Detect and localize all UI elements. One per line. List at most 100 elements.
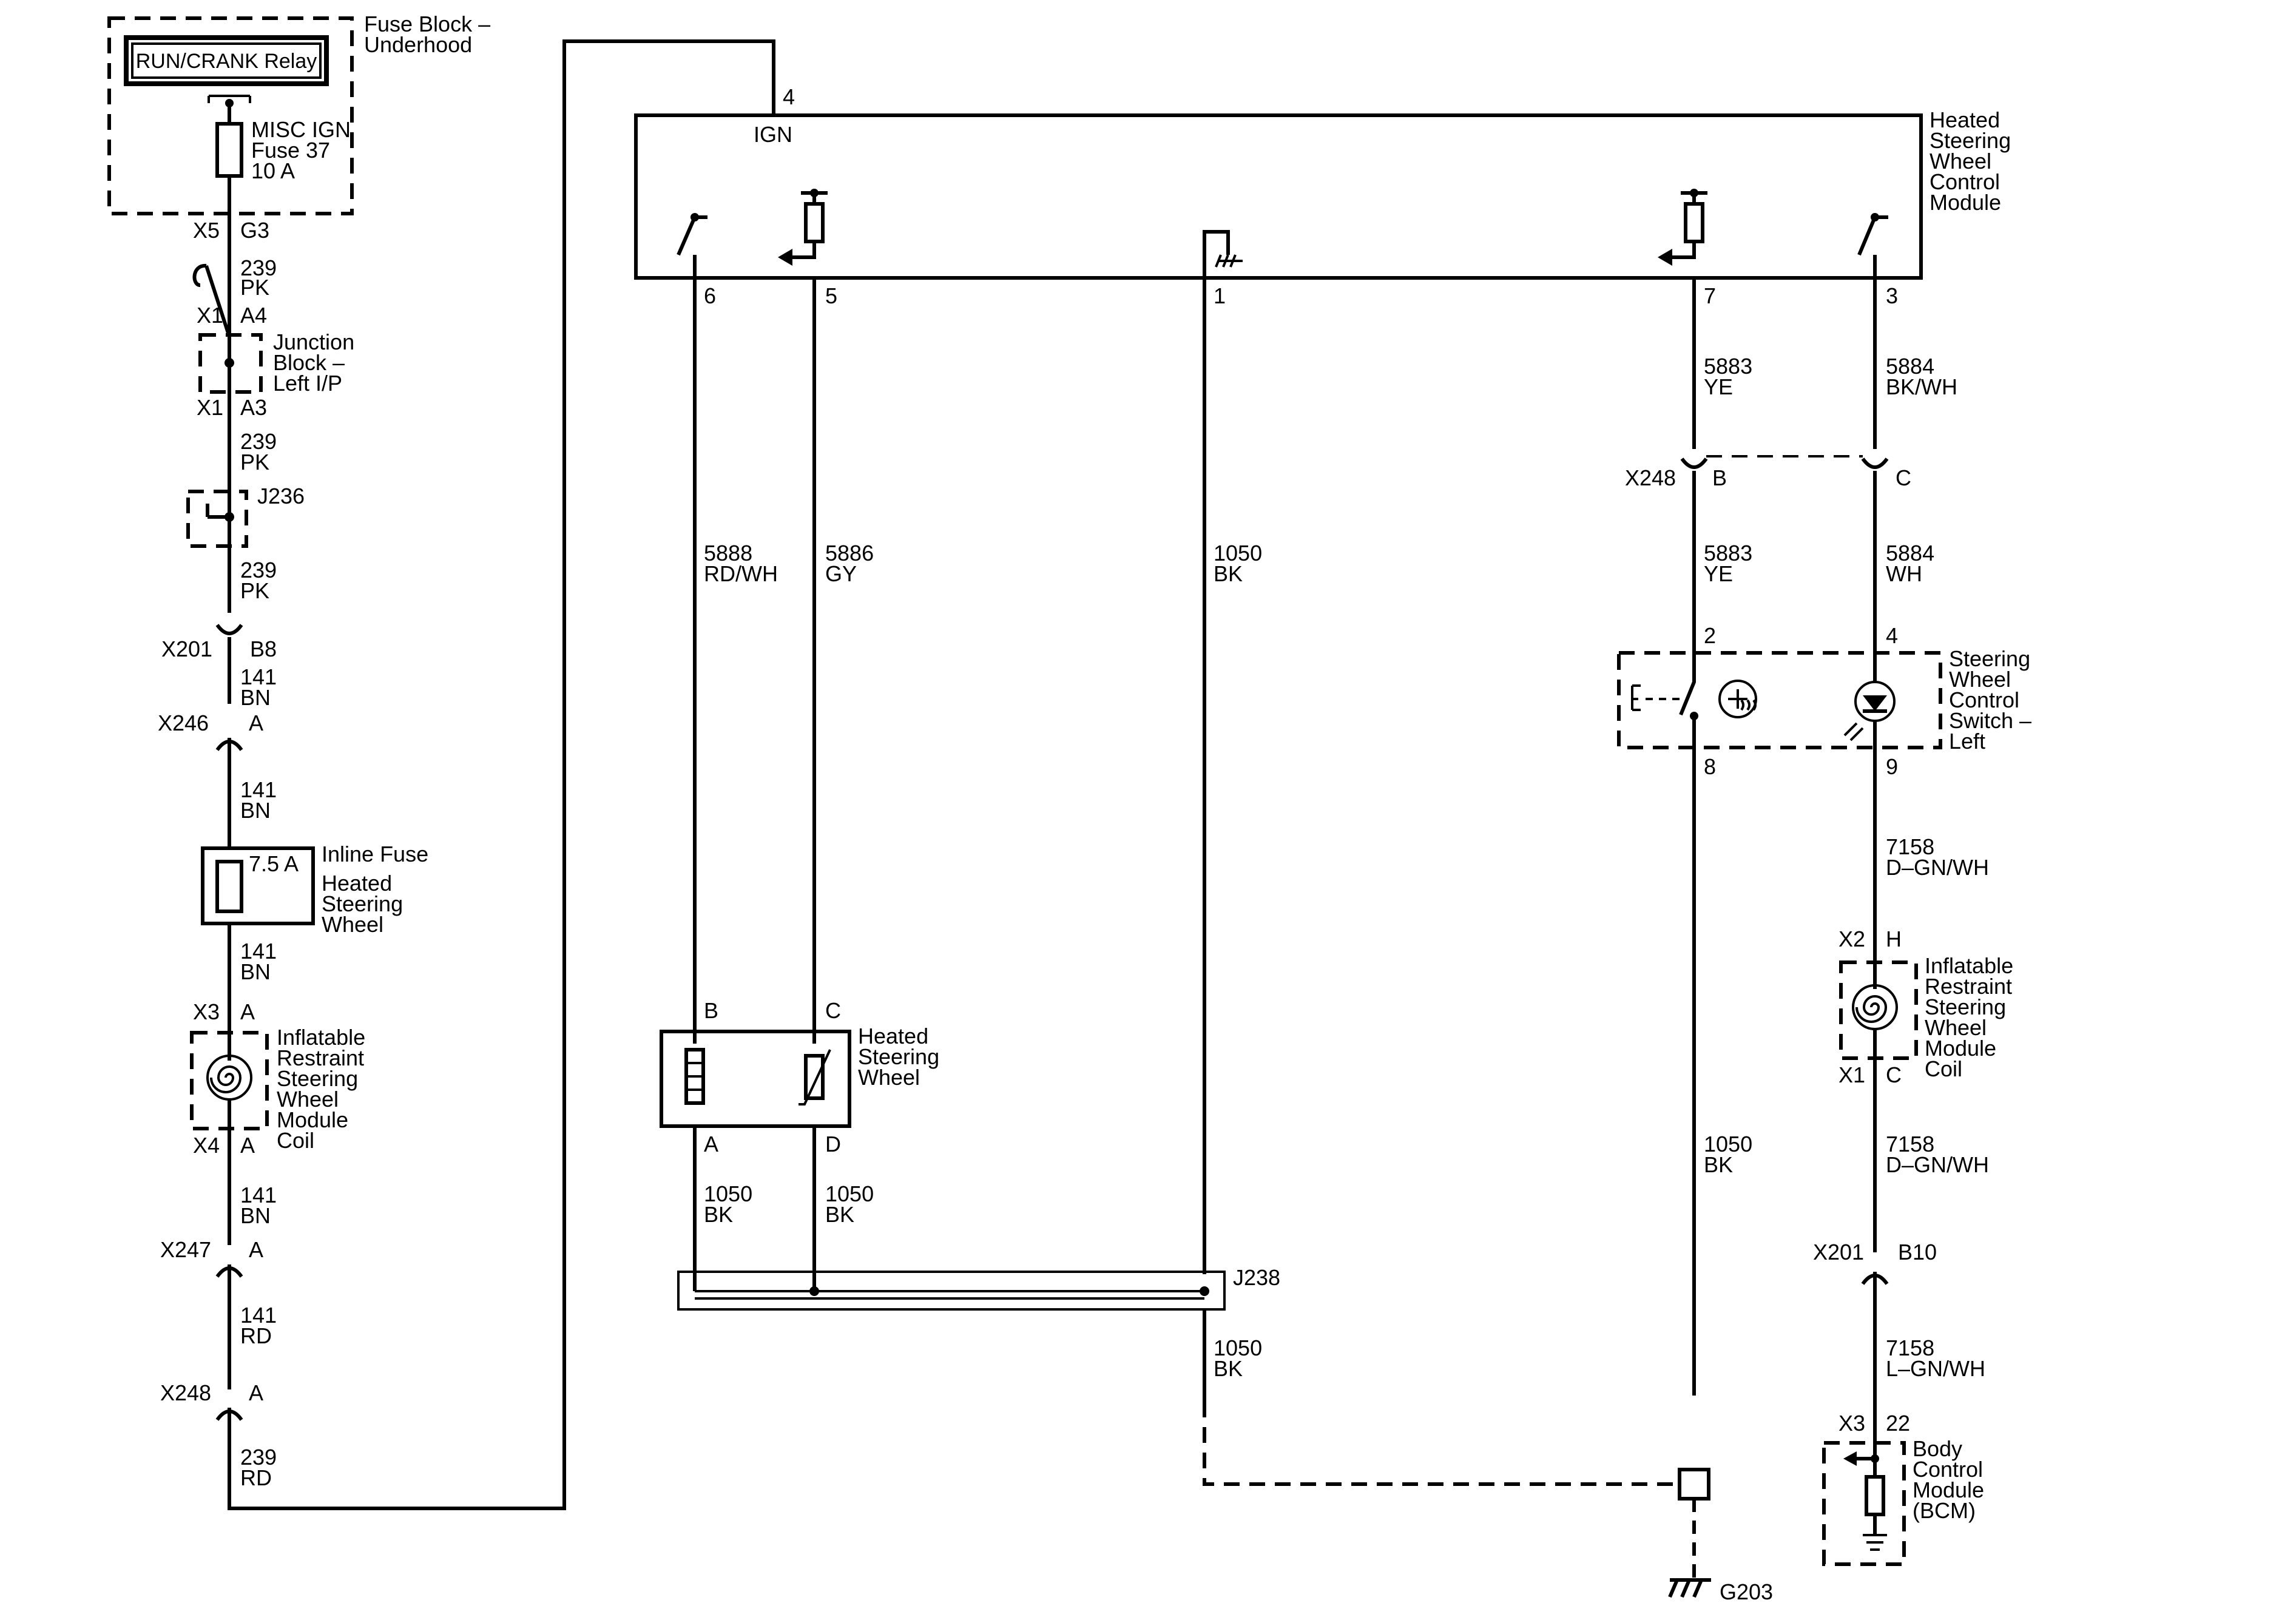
module-pin-1: 1 bbox=[1214, 283, 1226, 308]
switch-pin-8: 8 bbox=[1704, 754, 1716, 779]
bcm-ground-icon bbox=[1863, 1534, 1887, 1551]
conn-x4: X4 bbox=[193, 1133, 220, 1158]
pin-x4-a: A bbox=[240, 1133, 255, 1158]
module-pin-4: 4 bbox=[783, 84, 795, 109]
wire-239-2-num: 239 bbox=[240, 429, 277, 454]
x248-right-connector: X248 B C bbox=[1625, 455, 1911, 490]
module-ground-symbol bbox=[1203, 230, 1230, 278]
conn-x3: X3 bbox=[193, 999, 220, 1024]
conn-x201-left: X201 bbox=[161, 636, 212, 661]
coil-left-label-4: Wheel bbox=[277, 1087, 339, 1112]
module-label-5: Module bbox=[1930, 190, 2001, 215]
wire-1050-d-num: 1050 bbox=[825, 1181, 874, 1206]
misc-fuse-label-3: 10 A bbox=[251, 158, 295, 183]
conn-x5: X5 bbox=[193, 218, 220, 243]
pin-x246-a: A bbox=[249, 711, 263, 735]
misc-fuse-label-1: MISC IGN bbox=[251, 117, 351, 142]
conn-x246: X246 bbox=[158, 711, 209, 735]
module-pin5-resistor bbox=[804, 202, 825, 243]
wire-141-5-num: 141 bbox=[240, 1303, 277, 1328]
wire-5883-2-num: 5883 bbox=[1704, 541, 1752, 565]
wire-141-4-num: 141 bbox=[240, 1183, 277, 1207]
coil-right-label-1: Inflatable bbox=[1925, 953, 2013, 978]
pin-g3: G3 bbox=[240, 218, 269, 243]
bcm-label-2: Control bbox=[1913, 1457, 1983, 1482]
wire-141-5-color: RD bbox=[240, 1323, 272, 1348]
splice-j236: J236 bbox=[186, 484, 305, 548]
module-pin6-switch bbox=[677, 215, 707, 256]
wire-141-4-color: BN bbox=[240, 1203, 271, 1228]
inline-fuse-label-1: Heated bbox=[322, 871, 392, 896]
coil-right-label-3: Steering bbox=[1925, 994, 2006, 1019]
wire-5884-1-color: BK/WH bbox=[1886, 374, 1957, 399]
inflatable-restraint-coil-left: Inflatable Restraint Steering Wheel Modu… bbox=[190, 1025, 365, 1153]
wire-5883-1-color: YE bbox=[1704, 374, 1733, 399]
conn-x3-bcm: X3 bbox=[1838, 1411, 1865, 1436]
heated-steering-wheel-element: B C A D Heated Steering Wheel bbox=[660, 998, 939, 1156]
conn-x201-right: X201 bbox=[1813, 1240, 1864, 1264]
coil-left-label-2: Restraint bbox=[277, 1045, 364, 1070]
inline-fuse-title: Inline Fuse bbox=[322, 842, 428, 866]
x201-left-connector bbox=[215, 624, 243, 635]
heated-wheel-label-2: Steering bbox=[858, 1044, 939, 1069]
wire-141-1-color: BN bbox=[240, 685, 271, 710]
module-pin-3: 3 bbox=[1886, 283, 1898, 308]
module-pin7-resistor bbox=[1684, 202, 1704, 243]
coil-right-label-5: Module bbox=[1925, 1036, 1996, 1061]
run-crank-relay: RUN/CRANK Relay bbox=[124, 35, 329, 86]
wire-7158-3-num: 7158 bbox=[1886, 1335, 1934, 1360]
wire-5884-2-color: WH bbox=[1886, 561, 1922, 586]
pin-x3-a: A bbox=[240, 999, 255, 1024]
coil-left-label-3: Steering bbox=[277, 1066, 358, 1091]
bcm-label-3: Module bbox=[1913, 1477, 1984, 1502]
hw-pin-c: C bbox=[825, 998, 841, 1023]
pin-bcm-22: 22 bbox=[1886, 1411, 1910, 1436]
module-pin-5: 5 bbox=[825, 283, 837, 308]
wire-239-4-num: 239 bbox=[240, 1445, 277, 1470]
wire-239-1-color: PK bbox=[240, 275, 269, 300]
wire-1050-mid2-color: BK bbox=[1214, 1356, 1243, 1381]
wire-5888-num: 5888 bbox=[704, 541, 752, 565]
switch-actuator-bracket bbox=[1631, 684, 1641, 711]
module-ign-label: IGN bbox=[754, 122, 792, 147]
splice-j238: J238 bbox=[677, 1265, 1280, 1311]
steering-wheel-control-switch-left: Steering Wheel Control Switch – Left bbox=[1617, 646, 2031, 754]
inline-fuse-label-3: Wheel bbox=[322, 912, 383, 937]
ground-connection-dashed bbox=[1203, 1402, 1680, 1486]
inline-fuse-label-2: Steering bbox=[322, 891, 403, 916]
wire-141-3-color: BN bbox=[240, 959, 271, 984]
wire-239-3-color: PK bbox=[240, 578, 269, 603]
wire-1050-a-num: 1050 bbox=[704, 1181, 752, 1206]
coil-left-label-1: Inflatable bbox=[277, 1025, 365, 1050]
switch-label-4: Switch – bbox=[1949, 708, 2031, 733]
module-pin-7: 7 bbox=[1704, 283, 1716, 308]
hw-pin-b: B bbox=[704, 998, 718, 1023]
pin-b8: B8 bbox=[250, 636, 277, 661]
wire-5883-2-color: YE bbox=[1704, 561, 1733, 586]
wire-239-3-num: 239 bbox=[240, 558, 277, 582]
conn-x1-right: X1 bbox=[1838, 1062, 1865, 1087]
coil-right-label-4: Wheel bbox=[1925, 1015, 1987, 1040]
junction-block-left-ip: Junction Block – Left I/P bbox=[198, 329, 354, 396]
wire-1050-mid2-num: 1050 bbox=[1214, 1335, 1262, 1360]
heated-steering-wheel-control-module: 4 IGN Heated Steering Wheel Control Modu… bbox=[634, 84, 2011, 280]
wire-141-3-num: 141 bbox=[240, 939, 277, 964]
temperature-sensor bbox=[804, 1054, 825, 1100]
wire-141-1-num: 141 bbox=[240, 664, 277, 689]
wire-7158-3-color: L–GN/WH bbox=[1886, 1356, 1985, 1381]
fuse-block-underhood: Fuse Block – Underhood RUN/CRANK Relay M… bbox=[107, 12, 490, 215]
conn-x248-left: X248 bbox=[160, 1380, 211, 1405]
switch-pin-2: 2 bbox=[1704, 623, 1716, 648]
wire-7158-1-num: 7158 bbox=[1886, 834, 1934, 859]
module-label-2: Steering bbox=[1930, 128, 2011, 153]
wire-1050-right-color: BK bbox=[1704, 1152, 1733, 1177]
wire-1050-right-num: 1050 bbox=[1704, 1132, 1752, 1156]
heated-steering-icon bbox=[1718, 680, 1757, 718]
misc-fuse-label-2: Fuse 37 bbox=[251, 138, 330, 163]
heated-wheel-label-1: Heated bbox=[858, 1024, 928, 1048]
relay-label: RUN/CRANK Relay bbox=[136, 50, 317, 73]
bcm-resistor bbox=[1865, 1475, 1885, 1516]
wire-141-2-num: 141 bbox=[240, 777, 277, 802]
conn-x247: X247 bbox=[160, 1237, 211, 1262]
